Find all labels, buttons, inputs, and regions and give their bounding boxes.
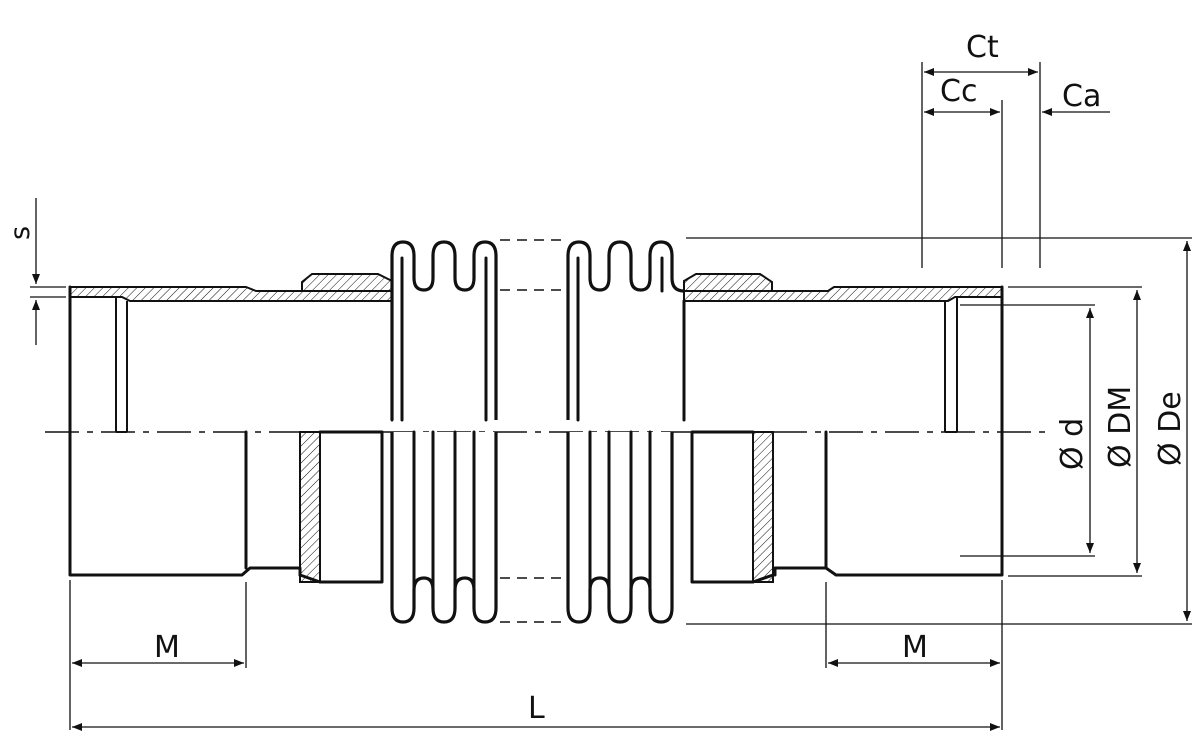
ct-label: Ct: [966, 30, 999, 65]
right-collar-ring: [752, 431, 774, 583]
right-end-pipe: [682, 273, 1004, 584]
ca-label: Ca: [1062, 79, 1101, 114]
left-end-pipe: [68, 273, 394, 584]
m-right-label: M: [902, 630, 928, 665]
m-left-label: M: [154, 630, 180, 665]
convolution-pitch-dimensions: Ct Cc Ca: [921, 30, 1110, 268]
cc-label: Cc: [940, 74, 977, 109]
bellows-convolutions-bottom: [390, 430, 674, 624]
left-collar-section: [301, 273, 393, 292]
d-label: Ø d: [1055, 418, 1090, 470]
bellows-convolutions-top: [390, 240, 685, 422]
left-collar-ring: [299, 431, 321, 583]
diameter-dimensions: Ø d Ø DM Ø De: [686, 237, 1192, 625]
de-label: Ø De: [1153, 391, 1188, 466]
s-label: s: [5, 226, 36, 240]
l-label: L: [528, 691, 545, 726]
right-collar-section: [683, 273, 773, 292]
hidden-continuation-lines: [500, 239, 566, 623]
wall-thickness-dimension: s: [5, 198, 66, 345]
dm-label: Ø DM: [1103, 386, 1138, 468]
length-dimensions: M M L: [69, 580, 1003, 731]
